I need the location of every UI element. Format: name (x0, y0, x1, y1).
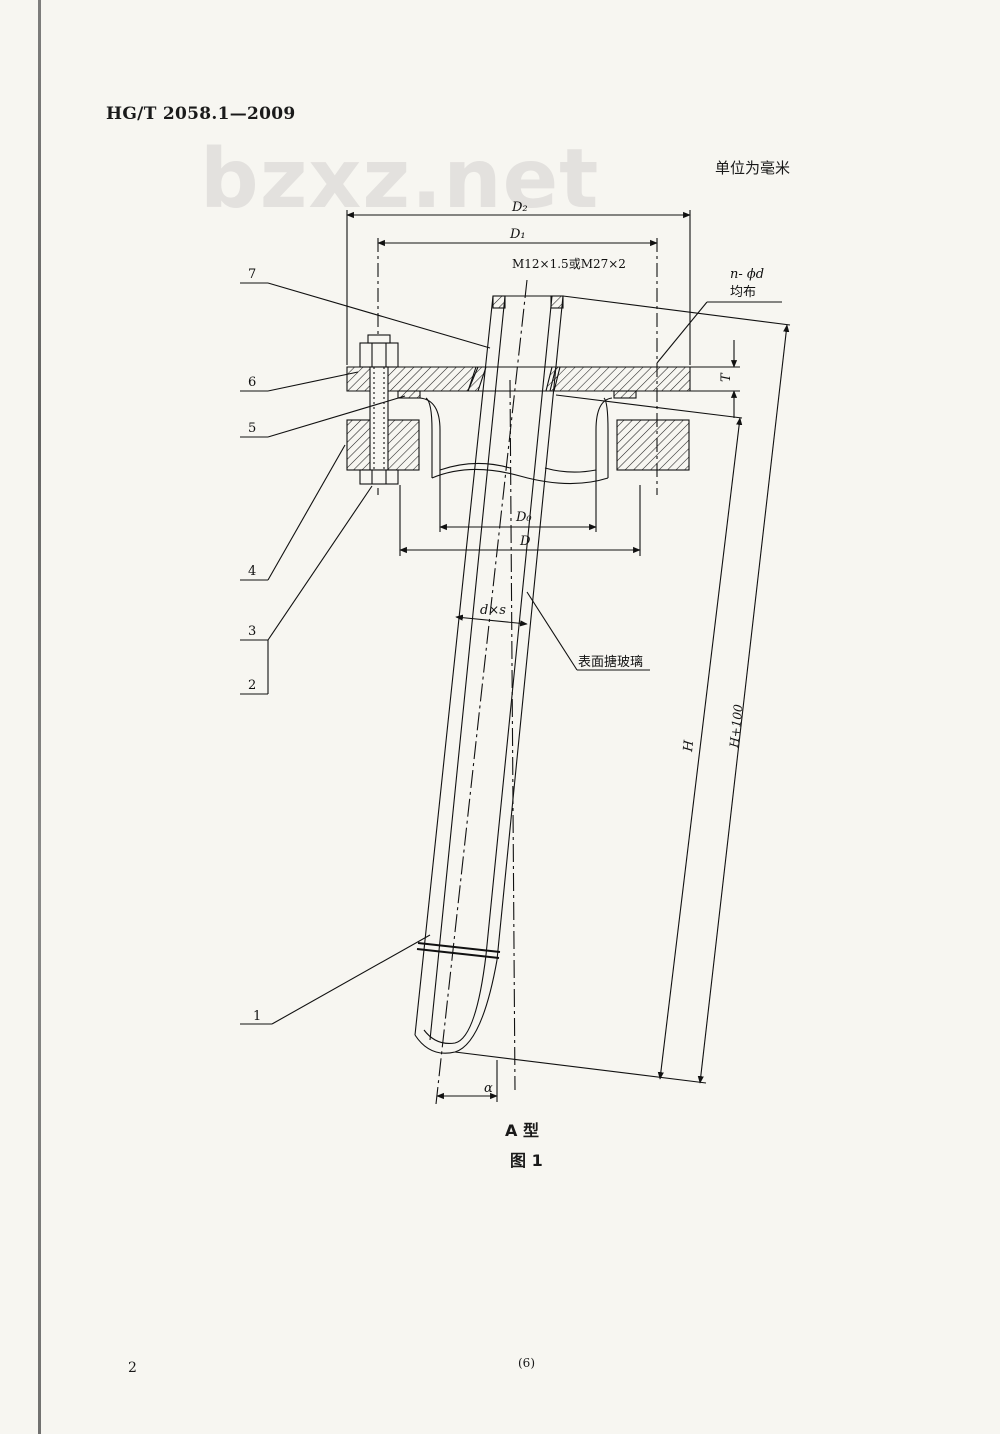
label-t: T (719, 372, 734, 382)
probe-tube (414, 295, 564, 1054)
callout-3: 3 (248, 624, 256, 639)
label-dxs: d×s (480, 603, 506, 618)
caption-figure: 图 1 (510, 1151, 543, 1170)
unit-note: 单位为毫米 (715, 159, 791, 177)
label-holes: n- ϕd (730, 267, 764, 282)
callout-1: 1 (253, 1009, 261, 1024)
dimension-d0 (439, 470, 597, 532)
dimension-dxs (455, 614, 528, 627)
label-h100: H+100 (727, 703, 746, 749)
label-d1: D₁ (509, 227, 526, 242)
label-h: H (681, 739, 697, 753)
label-holes-note: 均布 (730, 285, 756, 300)
callout-2: 2 (248, 678, 256, 693)
dimension-d2 (346, 210, 691, 365)
gasket (397, 390, 637, 399)
standard-code: HG/T 2058.1—2009 (106, 104, 296, 124)
tube-centerline (435, 279, 528, 1105)
sheet-number: (6) (518, 1356, 535, 1370)
label-d0: D₀ (515, 510, 532, 525)
lower-ring (346, 419, 690, 471)
dimension-h (454, 295, 791, 1084)
callout-4: 4 (248, 564, 256, 579)
caption-type: A 型 (505, 1121, 539, 1140)
callout-7: 7 (248, 267, 256, 282)
label-alpha: α (484, 1081, 493, 1096)
label-surface: 表面搪玻璃 (578, 654, 643, 670)
dimension-d (399, 485, 641, 556)
dimension-alpha (436, 1060, 498, 1102)
label-thread: M12×1.5或M27×2 (512, 257, 626, 271)
leader-lines (240, 282, 782, 1025)
watermark-text: bzxz.net (200, 132, 600, 227)
scan-edge (38, 0, 41, 1434)
callout-6: 6 (248, 375, 256, 390)
bolt (359, 334, 399, 485)
nozzle-neck (419, 397, 613, 485)
page-number: 2 (128, 1360, 137, 1376)
flange-plate (346, 366, 691, 392)
label-d2: D₂ (511, 200, 528, 215)
callout-5: 5 (248, 421, 256, 436)
label-d: D (519, 534, 531, 549)
